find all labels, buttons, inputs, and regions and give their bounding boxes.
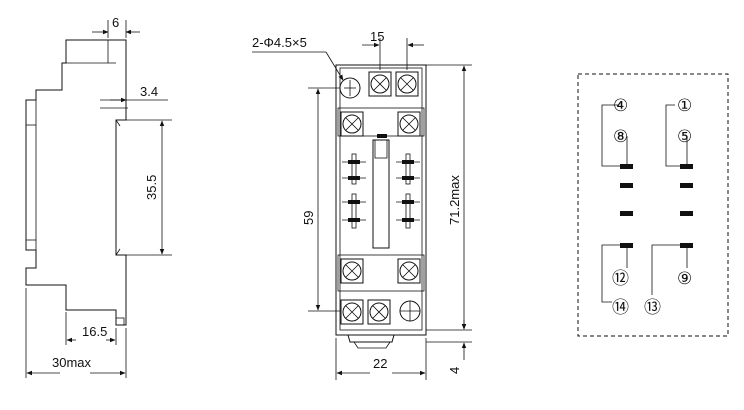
dim-width-label: 22 — [373, 356, 387, 371]
wiring-diagram-border — [577, 73, 729, 337]
wires — [601, 104, 688, 303]
mounting-holes-callout: 2-Φ4.5×5 — [252, 35, 344, 81]
terminal-label: ⑨ — [677, 269, 692, 288]
contact-bars — [620, 164, 693, 248]
dim-overall-depth: 30max — [25, 288, 127, 378]
screw-terminal — [395, 71, 419, 97]
dim-clip-label: 4 — [447, 367, 462, 374]
dim-width: 22 — [335, 338, 427, 380]
dim-hole-spacing-label: 59 — [301, 211, 316, 225]
wiring-diagram: ④ ① ⑧ ⑤ ⑫ ⑨ ⑭ ⑬ — [577, 73, 729, 337]
side-view: 6 3.4 35.5 16.5 — [25, 15, 172, 378]
dim-rail: 35.5 — [126, 119, 172, 256]
pin-slot-row — [342, 153, 420, 229]
screw-terminals — [340, 71, 421, 325]
dim-rail-label: 35.5 — [144, 175, 159, 200]
screw-terminal — [368, 71, 392, 97]
screw-terminal — [397, 111, 421, 137]
dim-top-width: 6 — [92, 15, 140, 38]
mounting-hole-top — [339, 77, 361, 99]
dim-overall-height-label: 71.2max — [447, 175, 462, 225]
dim-top-width-label: 6 — [112, 15, 119, 30]
mounting-holes-label: 2-Φ4.5×5 — [252, 35, 307, 50]
terminal-label: ⑫ — [612, 269, 629, 288]
front-view: 2-Φ4.5×5 15 59 71.2max — [252, 29, 472, 380]
screw-terminal — [340, 111, 364, 137]
dim-foot: 16.5 — [65, 312, 117, 345]
mounting-hole-bottom — [399, 300, 421, 322]
terminal-label: ⑬ — [644, 298, 661, 317]
dim-hole-spacing: 59 — [301, 87, 340, 312]
dim-pitch-label: 15 — [370, 29, 384, 44]
dim-step: 3.4 — [100, 84, 168, 109]
dim-overall-height: 71.2max — [426, 64, 472, 331]
dim-overall-depth-label: 30max — [52, 355, 92, 370]
terminal-label: ① — [677, 96, 692, 115]
terminal-label: ⑤ — [677, 127, 692, 146]
screw-terminal — [367, 299, 391, 325]
screw-terminal — [397, 258, 421, 284]
side-view-outline — [25, 39, 127, 326]
dim-step-label: 3.4 — [140, 84, 158, 99]
screw-terminal — [340, 299, 364, 325]
front-view-outline — [335, 64, 427, 349]
terminal-labels: ④ ① ⑧ ⑤ ⑫ ⑨ ⑭ ⑬ — [612, 96, 692, 317]
pin-slots — [342, 153, 420, 229]
dim-pitch: 15 — [362, 29, 424, 70]
dim-foot-label: 16.5 — [82, 324, 107, 339]
terminal-label: ④ — [613, 96, 628, 115]
terminal-label: ⑧ — [613, 127, 628, 146]
dim-clip: 4 — [426, 320, 472, 374]
terminal-label: ⑭ — [612, 298, 629, 317]
screw-terminal — [340, 258, 364, 284]
